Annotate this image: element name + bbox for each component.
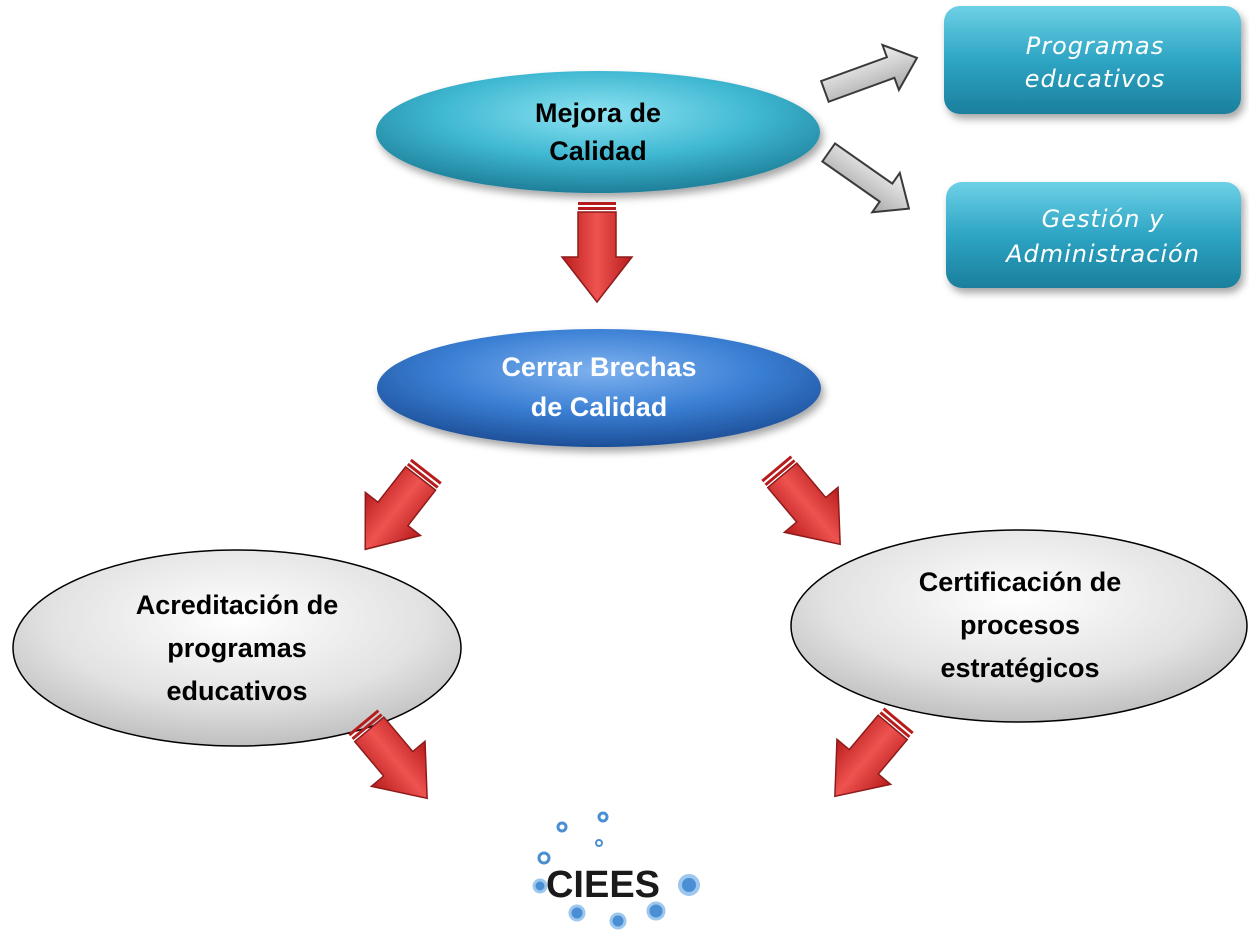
mejora-line1: Mejora de — [535, 98, 661, 128]
gestion-line1: Gestión y — [1042, 205, 1165, 233]
mejora-line2: Calidad — [549, 136, 647, 166]
arrow-certificacion-to-ciees — [807, 696, 927, 820]
certificacion-line2: procesos — [960, 610, 1080, 640]
cerrar-line2: de Calidad — [531, 392, 668, 422]
cerrar-line1: Cerrar Brechas — [501, 352, 696, 382]
arrow-cerrar-to-certificacion — [748, 444, 868, 568]
cerrar-ellipse — [377, 329, 821, 447]
programas-box — [944, 6, 1241, 114]
certificacion-line3: estratégicos — [940, 653, 1099, 683]
certificacion-line1: Certificación de — [919, 567, 1122, 597]
certificacion-ellipse — [790, 529, 1248, 723]
acreditacion-ellipse — [12, 549, 462, 747]
programas-line1: Programas — [1026, 32, 1164, 60]
acreditacion-line2: programas — [167, 633, 307, 663]
ciees-logo: CIEES — [532, 811, 700, 930]
programas-line2: educativos — [1025, 65, 1166, 93]
arrow-to-programas — [815, 34, 927, 115]
gestion-line2: Administración — [1004, 240, 1200, 268]
gestion-box — [946, 182, 1241, 288]
ciees-logo-text: CIEES — [546, 864, 660, 906]
mejora-ellipse — [376, 71, 820, 193]
acreditacion-line3: educativos — [166, 676, 307, 706]
acreditacion-line1: Acreditación de — [136, 590, 339, 620]
arrow-to-gestion — [813, 131, 924, 230]
arrow-cerrar-to-acreditacion — [336, 448, 456, 572]
arrow-mejora-to-cerrar — [561, 201, 633, 303]
